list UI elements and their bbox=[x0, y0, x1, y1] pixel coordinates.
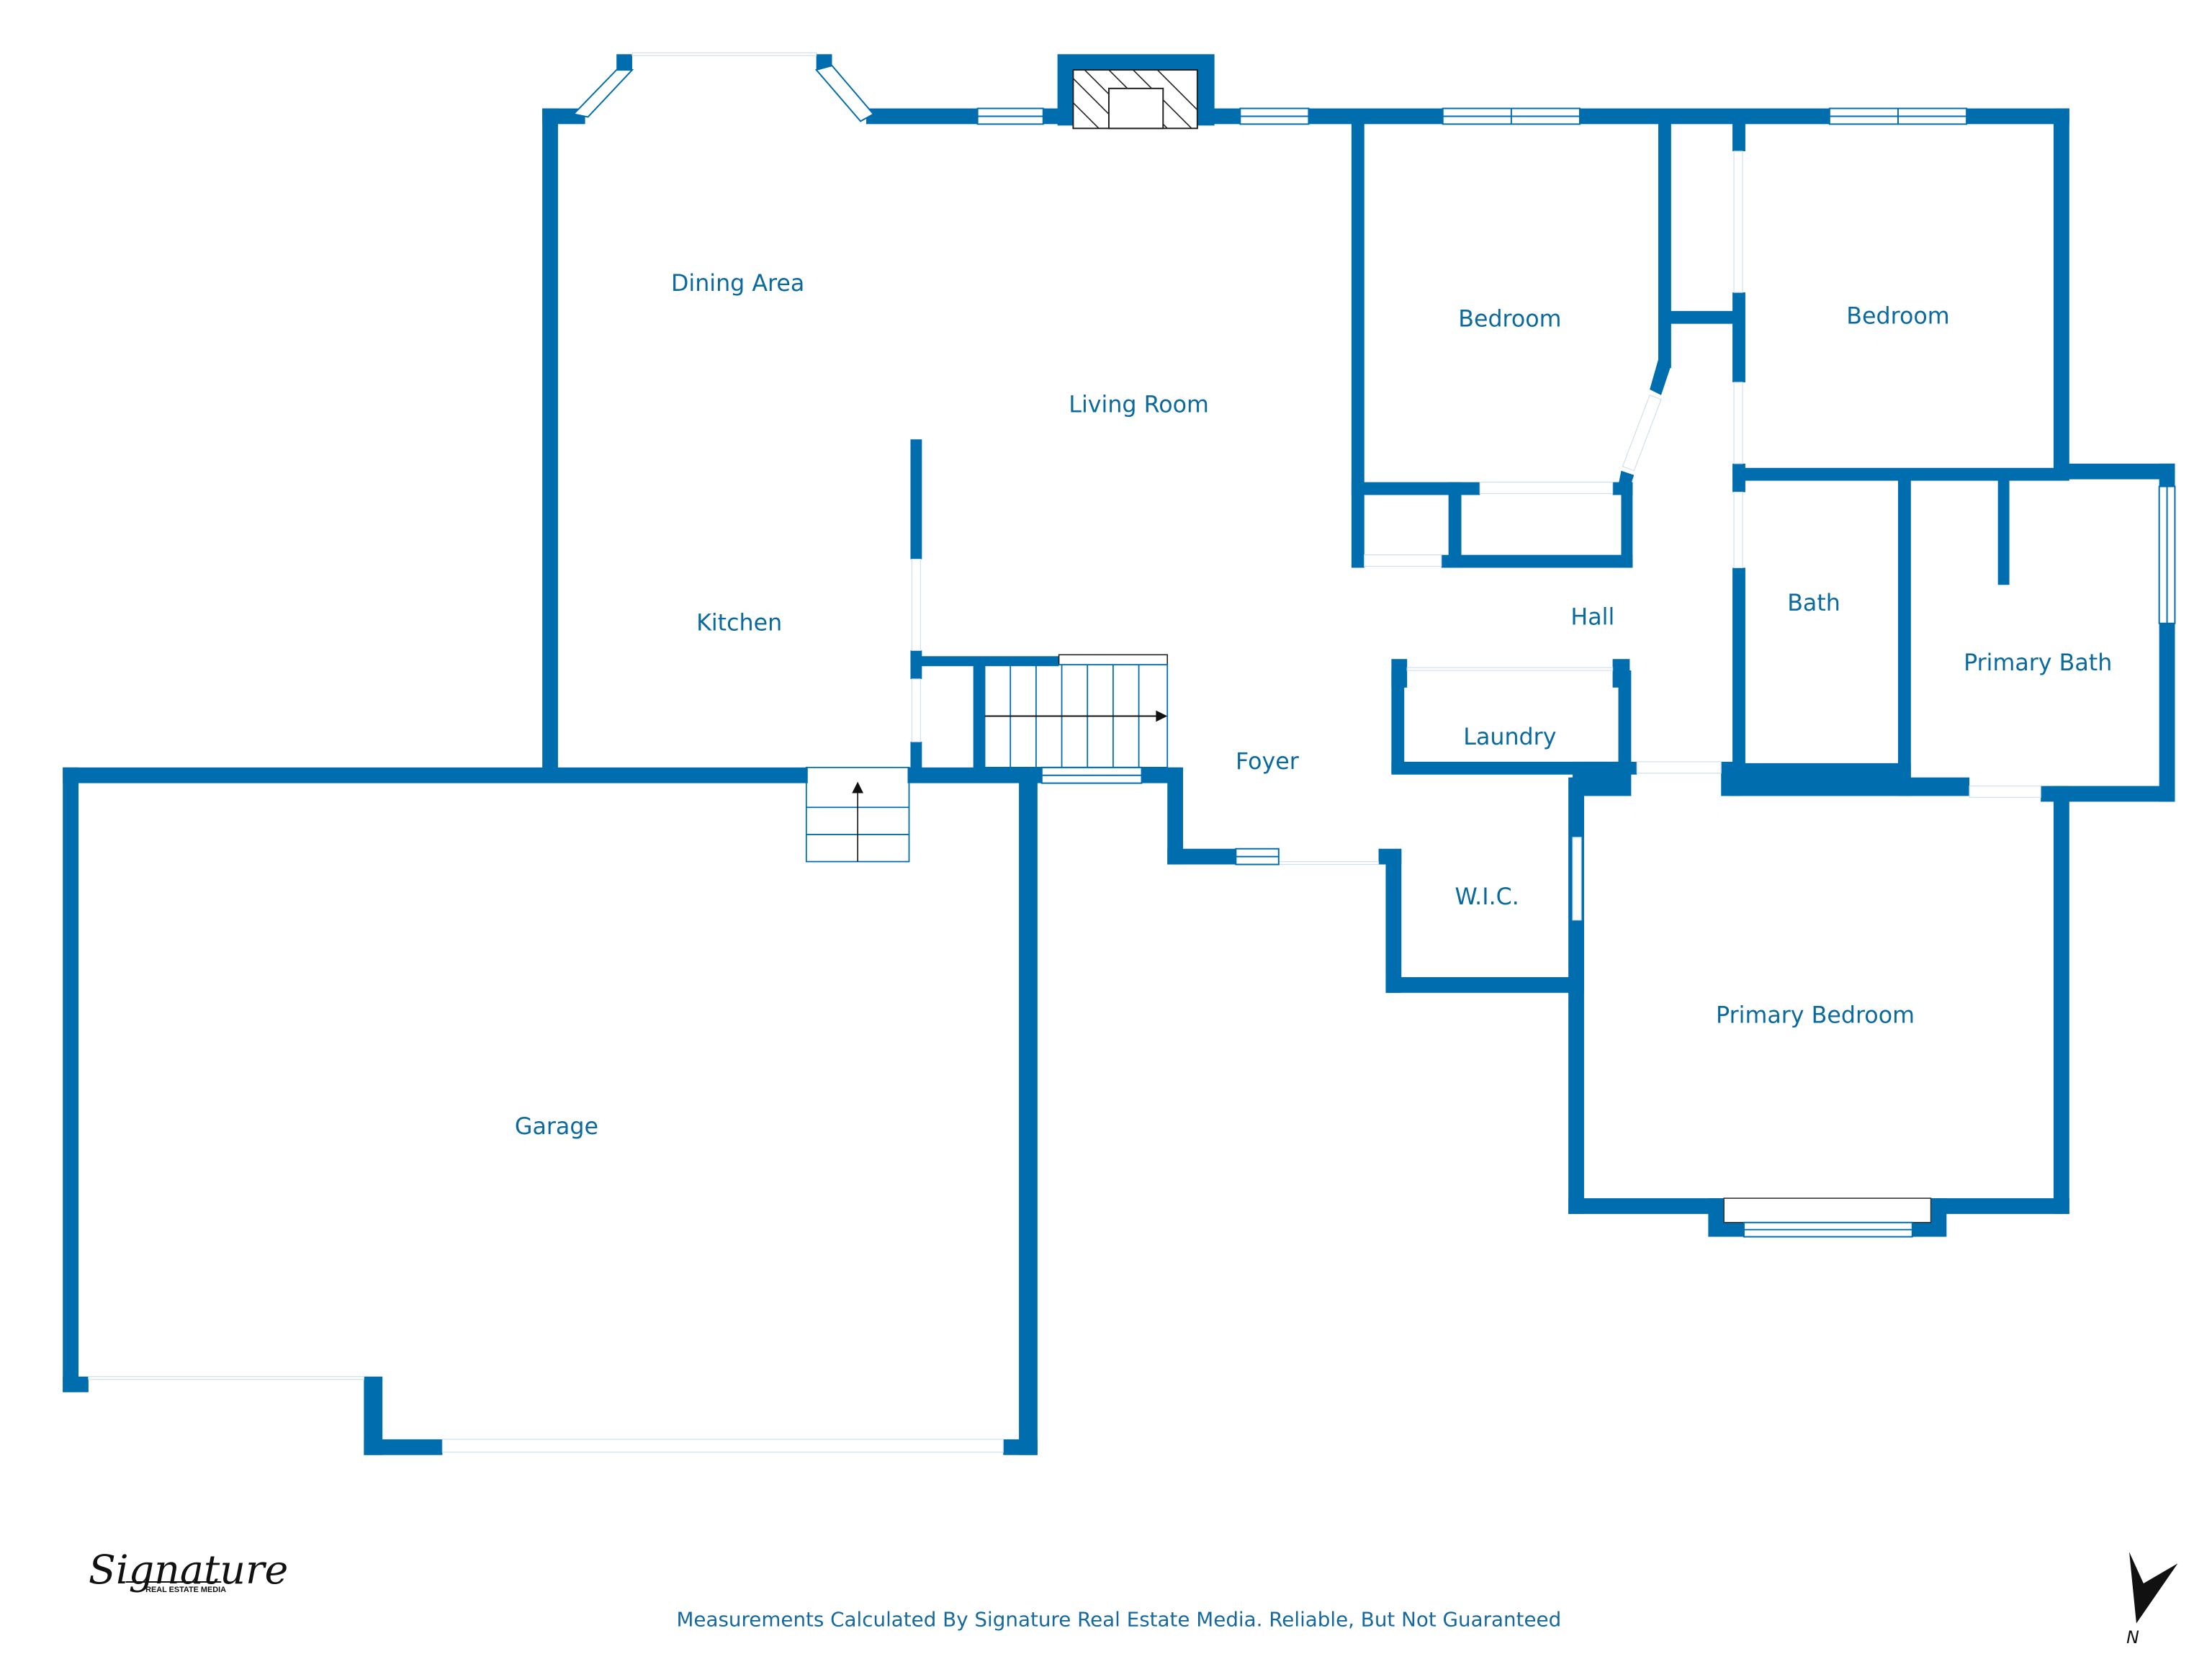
window bbox=[1239, 107, 1310, 125]
windows bbox=[572, 65, 2176, 1238]
north-arrow-icon bbox=[2129, 1552, 2178, 1624]
fireplace bbox=[1072, 69, 1198, 130]
interior-walls bbox=[907, 118, 2069, 992]
signature-logo: Signature REAL ESTATE MEDIA bbox=[89, 1547, 288, 1594]
room-label-primary-bath: Primary Bath bbox=[1964, 650, 2112, 676]
room-label-wic: W.I.C. bbox=[1455, 884, 1519, 910]
room-label-kitchen: Kitchen bbox=[696, 611, 782, 637]
room-label-bedroom-1: Bedroom bbox=[1458, 307, 1561, 333]
room-label-primary-bedroom: Primary Bedroom bbox=[1716, 1002, 1915, 1028]
compass: N bbox=[2126, 1552, 2178, 1647]
room-label-dining-area: Dining Area bbox=[671, 271, 804, 297]
room-labels: Dining Area Living Room Kitchen Bedroom … bbox=[515, 271, 2112, 1140]
room-label-hall: Hall bbox=[1570, 605, 1614, 631]
room-label-garage: Garage bbox=[515, 1114, 598, 1140]
north-label: N bbox=[2126, 1627, 2139, 1647]
logo-script-text: Signature bbox=[89, 1547, 288, 1593]
window bbox=[1235, 848, 1280, 866]
window bbox=[1743, 1221, 1913, 1238]
logo-subtitle: REAL ESTATE MEDIA bbox=[145, 1586, 226, 1594]
window bbox=[1442, 107, 1581, 125]
stair-direction-arrow-icon bbox=[1156, 710, 1168, 722]
room-label-foyer: Foyer bbox=[1236, 749, 1300, 775]
garage-walls bbox=[63, 767, 1038, 1455]
openings bbox=[88, 52, 2041, 1453]
window bbox=[572, 69, 634, 118]
room-label-living-room: Living Room bbox=[1069, 392, 1209, 418]
garage-steps bbox=[805, 766, 910, 863]
room-label-laundry: Laundry bbox=[1463, 724, 1556, 750]
measurement-disclaimer: Measurements Calculated By Signature Rea… bbox=[676, 1607, 1561, 1631]
window bbox=[814, 65, 875, 122]
window bbox=[1828, 107, 1968, 125]
window bbox=[1040, 766, 1143, 784]
window bbox=[2158, 485, 2176, 624]
room-label-bath: Bath bbox=[1787, 590, 1840, 616]
room-label-bedroom-2: Bedroom bbox=[1846, 304, 1949, 330]
step-up-arrow-icon bbox=[852, 781, 864, 793]
window bbox=[976, 107, 1044, 125]
staircase bbox=[984, 654, 1169, 768]
